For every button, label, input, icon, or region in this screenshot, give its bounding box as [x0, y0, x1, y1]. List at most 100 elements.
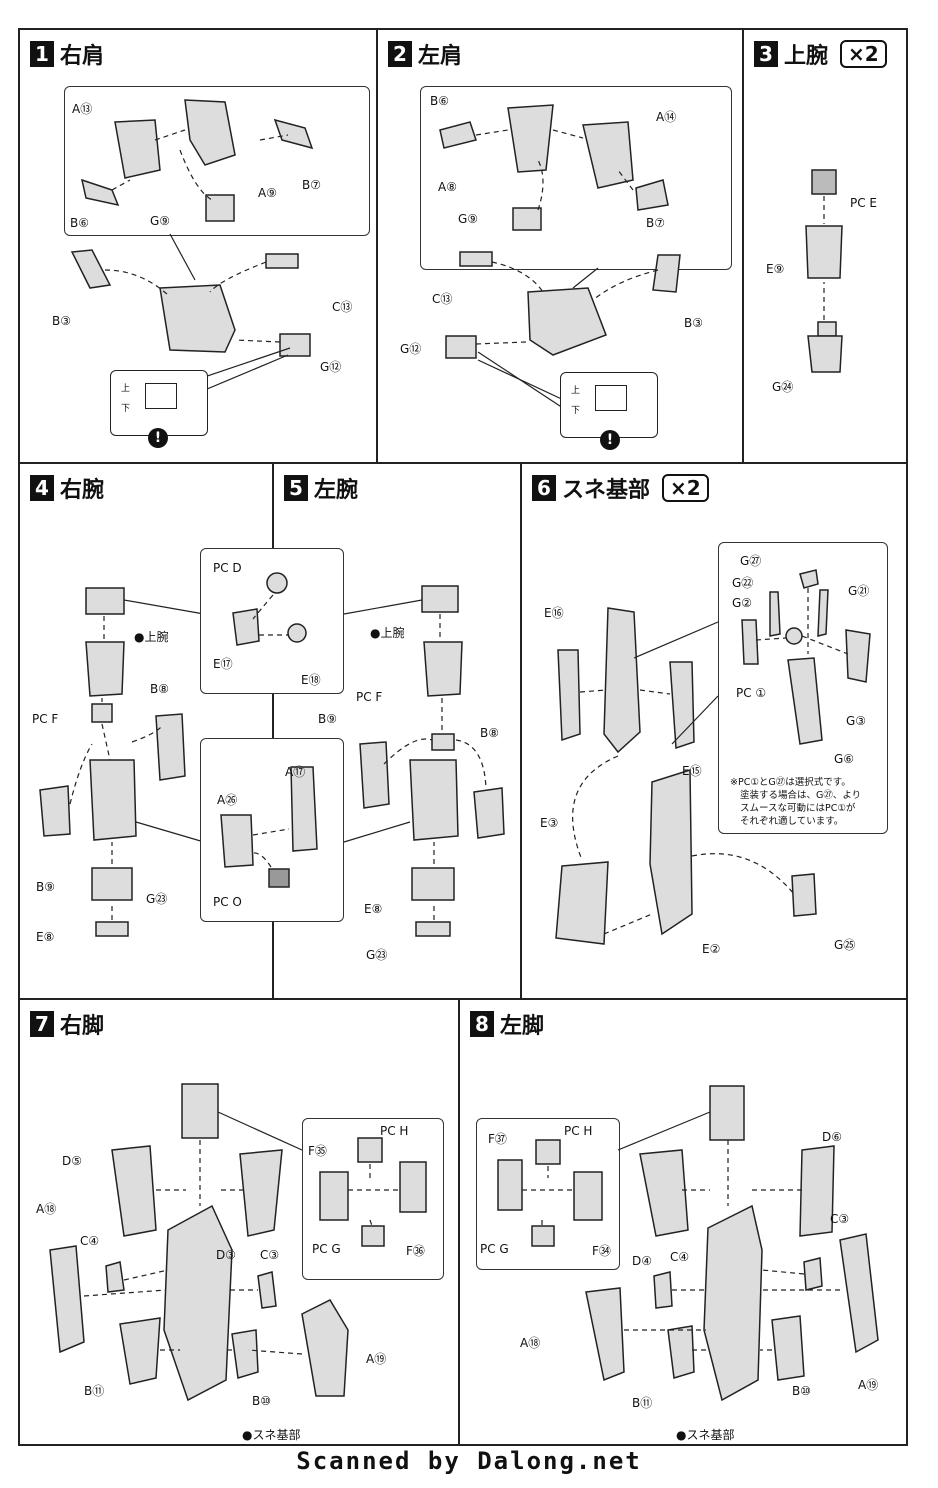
- step-8-panel: 8 左脚 D⑥ F㊲ PC H PC G F㉞: [458, 998, 908, 1446]
- sub-assembly-box-joint: PC D E⑰ E⑱: [200, 548, 344, 694]
- part-label: PC ①: [736, 686, 767, 700]
- step-number: 4: [30, 475, 54, 501]
- part-label: E⑨: [766, 262, 785, 276]
- part-label: G⑨: [150, 214, 171, 228]
- step-title: スネ基部: [562, 478, 651, 503]
- part-label: B③: [52, 314, 71, 328]
- part-label: B⑧: [150, 682, 169, 696]
- caution-icon: !: [148, 428, 168, 448]
- part-label: B⑩: [252, 1394, 271, 1408]
- part-label: B⑦: [646, 216, 665, 230]
- part-label: PC F: [356, 690, 383, 704]
- part-label: E②: [702, 942, 721, 956]
- part-label: F㉟: [308, 1144, 327, 1158]
- caution-icon: !: [600, 430, 620, 450]
- part-label: B⑨: [36, 880, 55, 894]
- step-1-header: 1 右肩: [30, 38, 104, 70]
- step-number: 5: [284, 475, 308, 501]
- part-label: F㊲: [488, 1132, 507, 1146]
- part-label: A⑱: [36, 1202, 57, 1216]
- orientation-diagram: [145, 383, 177, 409]
- part-label: B⑪: [84, 1384, 105, 1398]
- part-label: F㉞: [592, 1244, 611, 1258]
- assembly-lines: [70, 99, 314, 393]
- part-label: E⑧: [36, 930, 55, 944]
- assembly-lines: [39, 587, 205, 937]
- part-label: C③: [260, 1248, 280, 1262]
- step-7-header: 7 右脚: [30, 1008, 104, 1040]
- part-label: B⑥: [70, 216, 89, 230]
- part-label: B⑥: [430, 94, 449, 108]
- part-label: D⑤: [62, 1154, 82, 1168]
- step-title: 右肩: [60, 44, 105, 69]
- assembly-lines: [497, 1085, 879, 1402]
- part-label: G㉒: [732, 576, 754, 590]
- step-5-header: 5 左腕: [284, 472, 358, 504]
- part-label: A⑬: [72, 102, 93, 116]
- step-1-panel: 1 右肩 A⑬ A⑨ B⑦ B⑥ G⑨ B③ C⑬ G⑫ 上下: [18, 28, 378, 464]
- part-label: G㉔: [772, 380, 794, 394]
- part-label: G⑨: [458, 212, 479, 226]
- part-label: E⑧: [364, 902, 383, 916]
- part-label: C③: [830, 1212, 850, 1226]
- part-label: PC G: [312, 1242, 341, 1256]
- part-label: B③: [684, 316, 703, 330]
- caution-box: 上下: [110, 370, 208, 436]
- step-number: 3: [754, 41, 778, 67]
- caution-box: 上下: [560, 372, 658, 438]
- part-label: ●スネ基部: [242, 1428, 301, 1442]
- part-label: PC F: [32, 712, 59, 726]
- step-title: 左脚: [500, 1014, 545, 1039]
- part-label: E⑮: [682, 764, 702, 778]
- step-2-panel: 2 左肩 B⑥ A⑭ A⑧ G⑨ B⑦ C⑬ B③ G⑫ 上下: [376, 28, 744, 464]
- part-label: G③: [846, 714, 867, 728]
- part-label: PC G: [480, 1242, 509, 1256]
- assembly-lines: [439, 104, 681, 411]
- assembly-lines: [805, 169, 843, 373]
- sub-assembly-box: [420, 86, 732, 270]
- part-label: G㉗: [740, 554, 762, 568]
- step-2-header: 2 左肩: [388, 38, 462, 70]
- sub-assembly-box-hand: A㉖ A⑰ PC O: [200, 738, 344, 922]
- step-title: 右腕: [60, 478, 105, 503]
- part-label: B⑧: [480, 726, 499, 740]
- part-label: A⑲: [366, 1352, 387, 1366]
- part-label: E⑰: [213, 657, 233, 671]
- part-label: F㊱: [406, 1244, 425, 1258]
- part-label: A⑰: [285, 765, 306, 779]
- part-label: G㉑: [848, 584, 870, 598]
- part-label: E③: [540, 816, 559, 830]
- part-label: B⑪: [632, 1396, 653, 1410]
- part-label: C④: [670, 1250, 690, 1264]
- quantity-badge: ×2: [662, 474, 709, 502]
- part-label: PC H: [564, 1124, 593, 1138]
- orientation-text: 上下: [121, 384, 131, 414]
- step-number: 8: [470, 1011, 494, 1037]
- part-label: G㉓: [366, 948, 388, 962]
- part-label: B⑦: [302, 178, 321, 192]
- part-label: ●スネ基部: [676, 1428, 735, 1442]
- part-label: A⑧: [438, 180, 457, 194]
- part-label: B⑩: [792, 1384, 811, 1398]
- step-title: 右脚: [60, 1014, 105, 1039]
- part-label: PC O: [213, 895, 242, 909]
- step-number: 6: [532, 475, 556, 501]
- part-label: B⑨: [318, 712, 337, 726]
- assembly-lines: [343, 585, 505, 937]
- scan-credit: Scanned by Dalong.net: [296, 1447, 642, 1475]
- hand-diagram: [220, 766, 318, 888]
- part-label: C⑬: [432, 292, 453, 306]
- part-label: G⑥: [834, 752, 855, 766]
- part-label: PC D: [213, 561, 242, 575]
- step-title: 左肩: [418, 44, 463, 69]
- part-label: A⑭: [656, 110, 677, 124]
- assembly-lines: [555, 569, 871, 945]
- part-label: C⑬: [332, 300, 353, 314]
- step-6-panel: 6 スネ基部 ×2 E⑯ E⑮ E③ E② G㉕ G㉗ G: [520, 462, 908, 1000]
- part-label: A⑨: [258, 186, 277, 200]
- step-8-header: 8 左脚: [470, 1008, 544, 1040]
- selection-note: ※PC①とG㉗は選択式です。 塗装する場合は、G㉗、より スムースな可動にはPC…: [730, 777, 862, 827]
- part-label: G㉕: [834, 938, 856, 952]
- quantity-badge: ×2: [840, 40, 887, 68]
- step-title: 左腕: [314, 478, 359, 503]
